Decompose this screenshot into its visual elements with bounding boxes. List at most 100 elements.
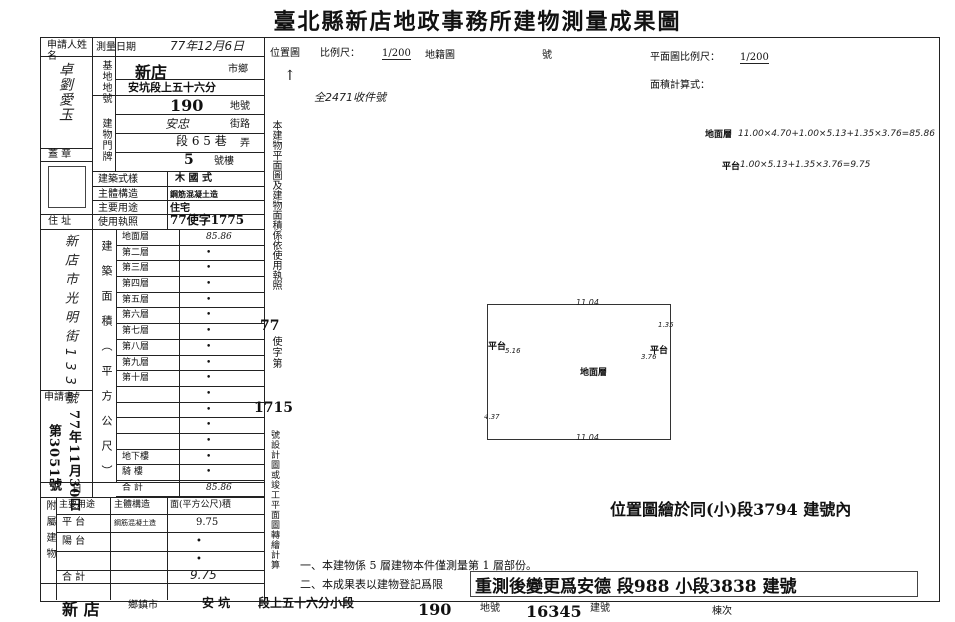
use-label: 主要用途: [98, 203, 138, 214]
seal-stamp: [48, 166, 86, 208]
plan-bottom-dim: 11.04: [576, 433, 599, 442]
annex-row: •: [56, 551, 264, 570]
note-1: 一、本建物係 5 層建物本件僅測量第 1 層部份。: [300, 559, 537, 572]
floor-row: •: [116, 418, 264, 434]
calc1: 11.00×4.70+1.00×5.13+1.35×3.76=85.86: [738, 129, 935, 139]
use-value: 住宅: [170, 203, 190, 214]
door-label: 建物門牌: [100, 118, 111, 162]
bottom-building-no: 16345: [526, 602, 582, 621]
bottom-lot: 190: [418, 600, 452, 619]
rezoning-stamp: 重測後變更爲安德 段988 小段3838 建號: [470, 571, 918, 597]
lot: 190: [170, 96, 204, 115]
street: 安忠: [165, 117, 190, 131]
north-arrow-icon: ↑: [284, 68, 296, 84]
receipt-number: 全2471收件號: [314, 91, 386, 104]
bottom-building-unit: 建號: [590, 603, 610, 614]
floor-name: 第十層: [122, 373, 150, 384]
floor-area: •: [206, 420, 212, 431]
sec-lane: 段 6 5 巷: [176, 134, 227, 148]
struct-value: 鋼筋混凝土造: [170, 189, 218, 199]
day-label: 日: [72, 484, 82, 495]
request-no: 第3051號: [46, 424, 61, 493]
lot-unit: 地號: [230, 101, 250, 112]
plan-dim-a: 1.35: [658, 321, 674, 329]
bottom-section: 安 坑: [202, 596, 231, 610]
annex-area: •: [196, 554, 202, 565]
survey-date-label: 測量日期: [96, 42, 136, 53]
cadastral-label: 地籍圖: [425, 50, 455, 61]
floor-area: •: [206, 357, 212, 368]
seal-label: 蓋 章: [48, 149, 72, 160]
floor-area: •: [206, 388, 212, 399]
scale-label: 比例尺：: [320, 48, 360, 59]
floor-area: •: [206, 404, 212, 415]
style-value: 木 國 式: [175, 173, 212, 184]
floor-row: 第五層•: [116, 293, 264, 309]
floor-row: 第七層•: [116, 324, 264, 340]
address-label: 住 址: [48, 216, 72, 227]
floor-row: 第十層 •: [116, 371, 264, 387]
plan-left-label: 平台: [488, 342, 507, 352]
plan-dim-b: 4.37: [484, 413, 500, 421]
street-unit: 街路: [230, 119, 250, 130]
lane-unit: 弄: [240, 138, 250, 149]
door-number: 5: [184, 152, 194, 168]
note-2: 二、本成果表以建物登記爲限: [300, 578, 443, 591]
floor-area: •: [206, 435, 212, 446]
annex-col3: 面(平方公尺)積: [170, 500, 232, 510]
floor-row: 第六層•: [116, 308, 264, 325]
document-title: 臺北縣新店地政事務所建物測量成果圖: [273, 9, 682, 35]
survey-date: 77年12月6日: [170, 39, 245, 53]
floor-row: •: [116, 403, 264, 419]
floor-plan-outline: [487, 304, 671, 440]
style-label: 建築式樣: [98, 174, 138, 185]
floor-name: 第二層: [122, 247, 150, 258]
floor-row: 第九層 •: [116, 356, 264, 372]
annex-total-label: 合 計: [62, 572, 86, 583]
annex-row: 平 台 鋼筋混凝土造 9.75: [56, 514, 264, 533]
scale-value: 1/200: [382, 48, 411, 60]
annex-area: •: [196, 535, 202, 547]
annex-col2: 主體構造: [114, 500, 151, 510]
plan-center-label: 地面層: [580, 368, 608, 378]
floor-area: •: [206, 373, 212, 384]
request-date: 77年11月30日: [66, 410, 81, 513]
middle-vertical-text2: 號設計圖或竣工平面圖轉繪計算: [269, 430, 279, 570]
location-note: 位置圖繪於同(小)段3794 建號內: [610, 500, 852, 519]
permit-value: 77使字1775: [170, 213, 245, 227]
annex-area: 9.75: [196, 517, 219, 528]
floor-area: •: [206, 451, 212, 462]
floor-name: 第九層: [122, 357, 150, 368]
area-formula-label: 面積計算式：: [650, 80, 710, 91]
floor-name: 第四層: [122, 279, 150, 290]
calc2: 1.00×5.13+1.35×3.76=9.75: [740, 160, 871, 170]
request-label: 申請書: [44, 392, 74, 403]
annex-struct: 鋼筋混凝土造: [114, 519, 156, 527]
floor-area: •: [206, 467, 212, 478]
floor-area: 85.86: [206, 232, 232, 242]
floor-row: 第二層 •: [116, 246, 264, 262]
form-frame: [40, 37, 940, 602]
annex-use: 平 台: [62, 517, 86, 528]
plan-right-label: 平台: [650, 346, 669, 356]
middle-permit-num: 1715: [254, 400, 293, 416]
floor-name: 合 計: [122, 483, 143, 493]
calc2-label: 平台: [722, 162, 741, 172]
annex-use: 陽 台: [62, 535, 86, 547]
plan-right-dim: 3.76: [641, 353, 657, 361]
annex-label: 附屬建物: [44, 500, 55, 564]
floor-area: •: [206, 263, 212, 274]
num-unit: 號樓: [214, 156, 234, 167]
calc1-label: 地面層: [705, 130, 733, 140]
floors-label: 建築面積（平方公尺）: [100, 240, 113, 490]
city: 新店: [135, 63, 168, 82]
floor-row: 地下樓•: [116, 450, 264, 466]
city-unit: 市鄉: [228, 64, 248, 75]
annex-total: 9.75: [190, 568, 217, 582]
floor-name: 第七層: [122, 326, 150, 337]
floor-row: •: [116, 434, 264, 450]
plan-left-dim: 5.16: [505, 347, 521, 355]
floor-area: •: [206, 247, 212, 258]
position-label: 位置圖: [270, 48, 300, 59]
